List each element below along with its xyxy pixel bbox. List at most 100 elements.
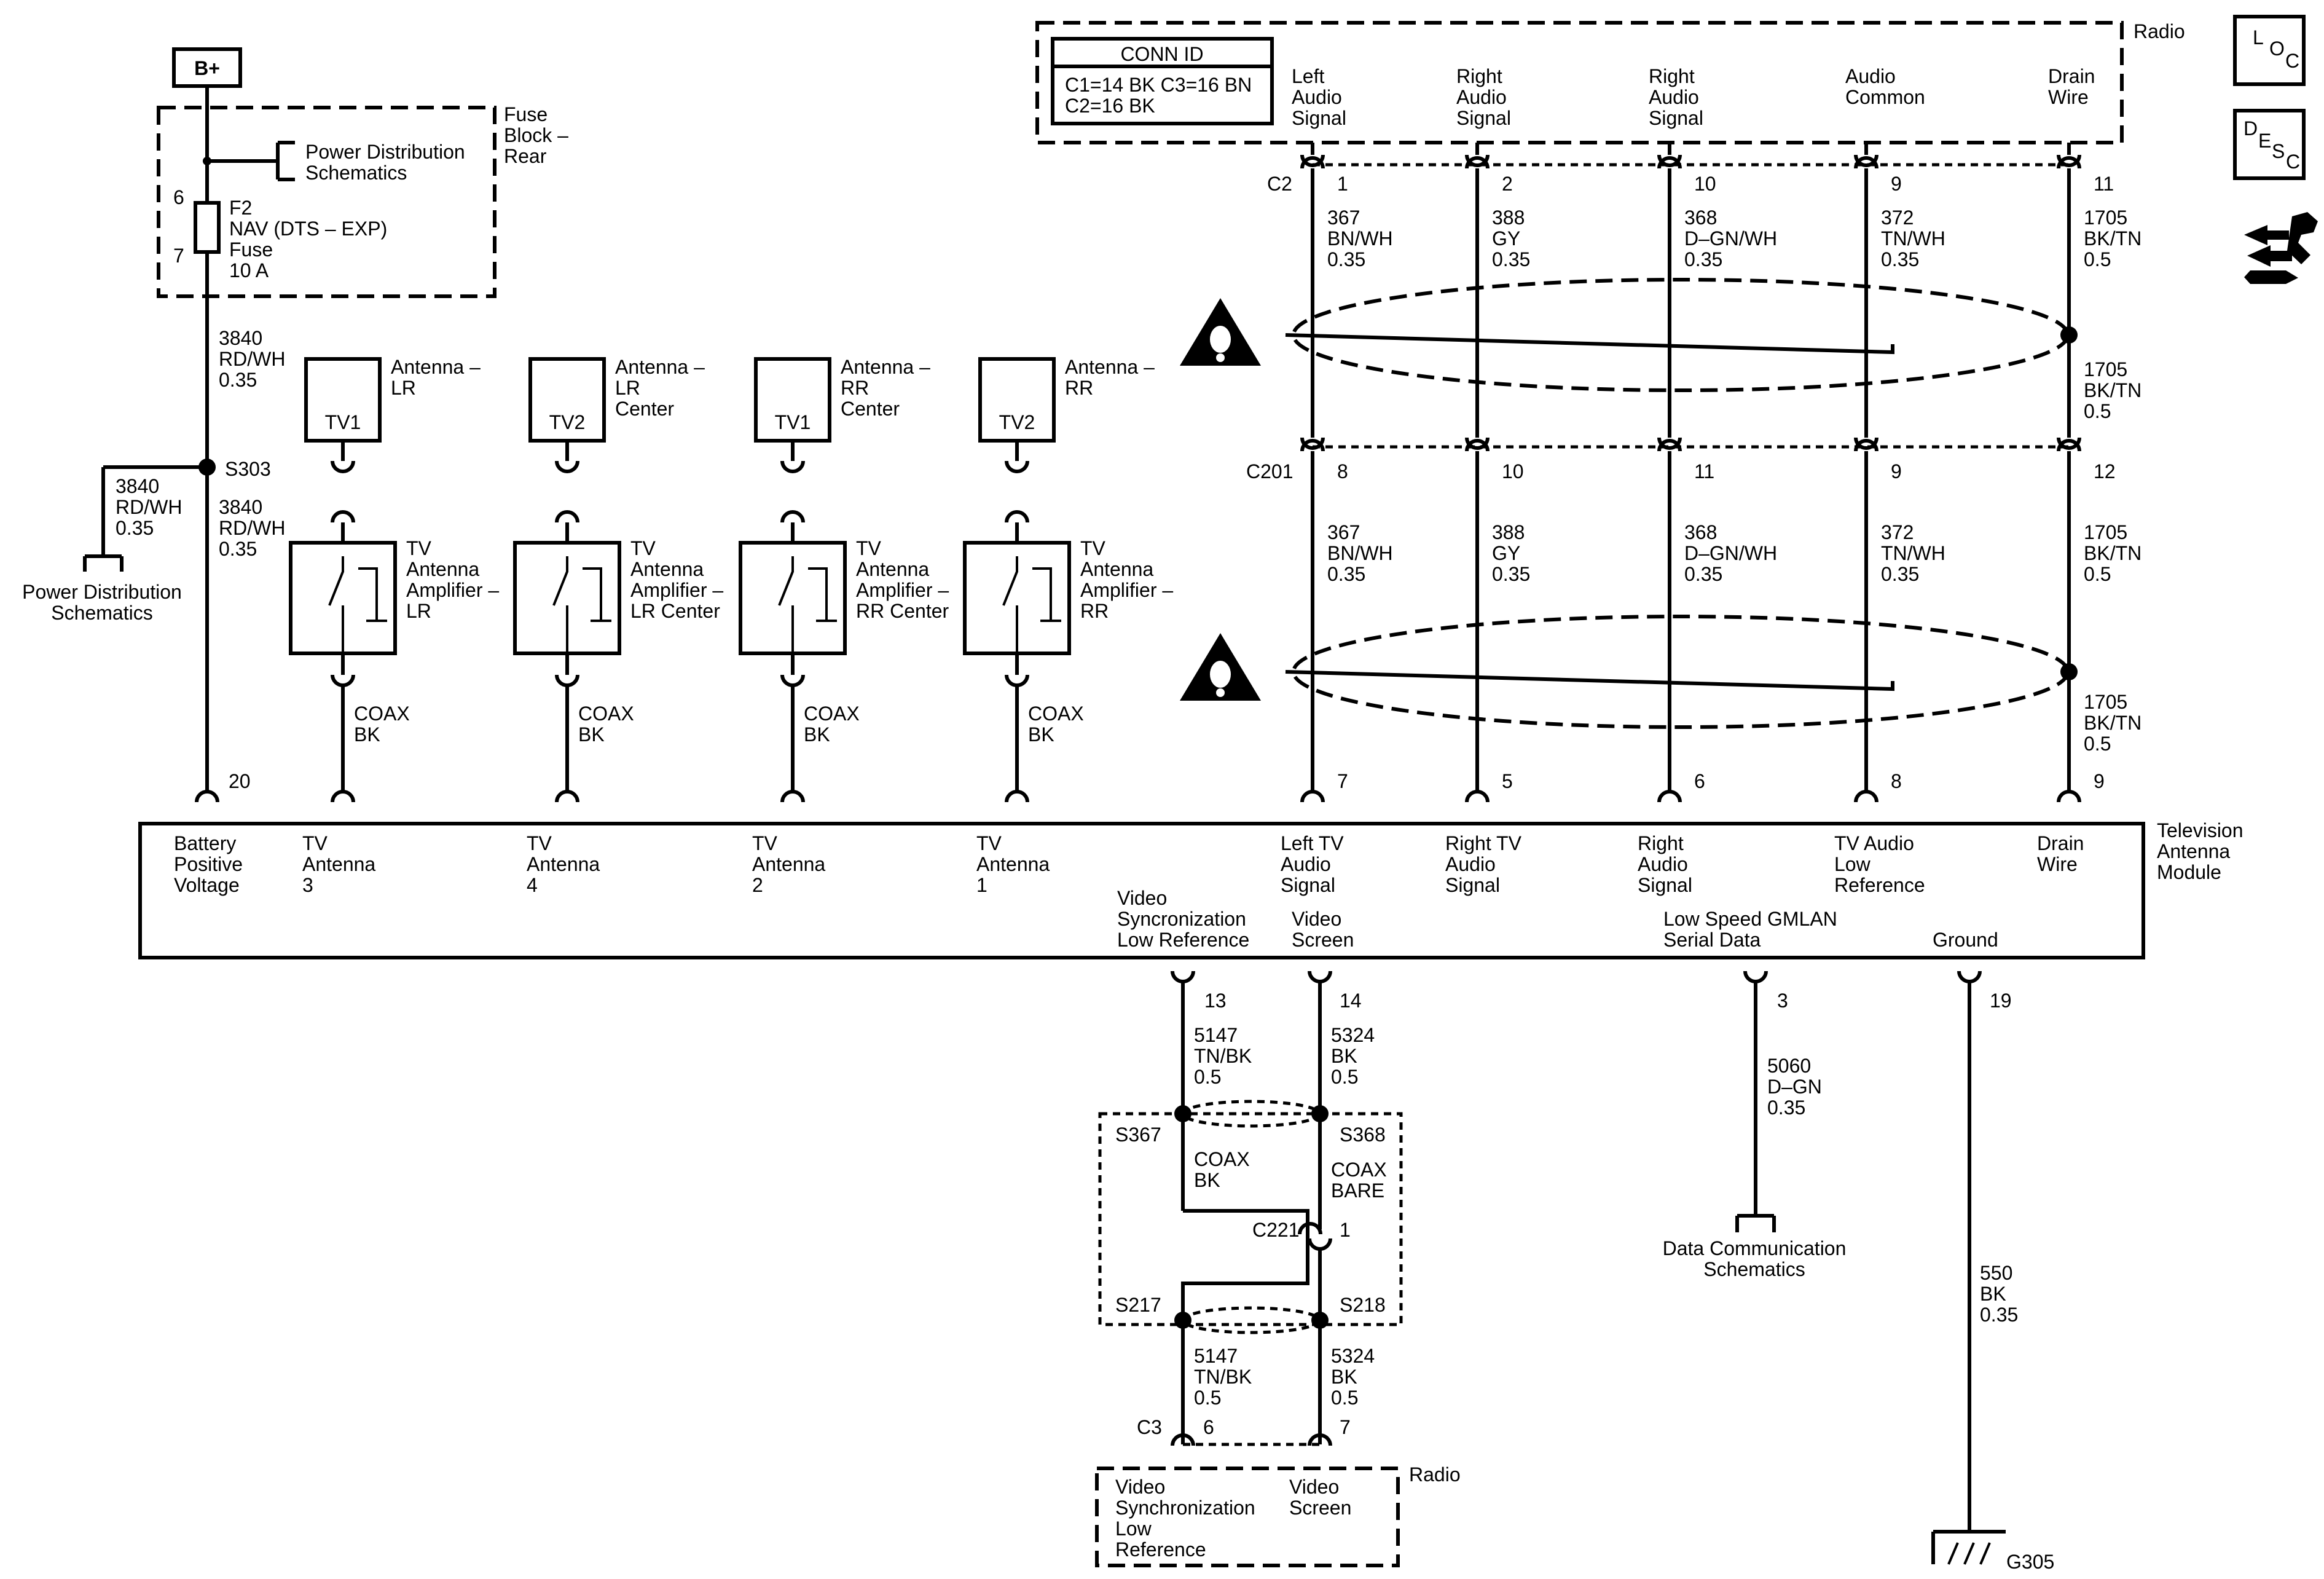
splice-s303-label: S303 — [225, 458, 271, 480]
amplifier-label-4: LR Center — [630, 600, 720, 622]
lower-code-3: 0.5 — [2084, 563, 2111, 585]
fuse-label-1: F2 — [229, 197, 252, 219]
module-audio-label-1: Right TV — [1445, 832, 1522, 854]
amplifier-switch — [552, 556, 568, 606]
c201-terminal-mate — [1465, 439, 1490, 452]
module-terminal — [555, 790, 579, 803]
coax-bare-1: COAX — [1331, 1159, 1387, 1181]
module-audio-label-1: Right — [1638, 832, 1684, 854]
upper-code-2: BN/WH — [1327, 227, 1393, 250]
antenna-box-label: TV1 — [325, 411, 361, 433]
module-terminal — [1657, 790, 1682, 803]
screen-upper-1: 5324 — [1331, 1024, 1375, 1046]
c2-pin: 9 — [1891, 173, 1902, 195]
module-antenna-label-2: Antenna — [302, 853, 375, 875]
module-terminal — [2057, 790, 2081, 803]
c3-screen-pin: 7 — [1340, 1416, 1351, 1438]
amplifier-label-1: TV — [630, 537, 656, 559]
desc-icon[interactable]: D E S C — [2233, 109, 2306, 180]
module-name-2: Antenna — [2157, 840, 2230, 862]
antenna-terminal — [780, 460, 805, 473]
antenna-name-2: RR — [1065, 377, 1093, 399]
ground-wire-2: BK — [1980, 1283, 2006, 1305]
c201-terminal-mate — [1657, 439, 1682, 452]
sync-upper-2: TN/BK — [1194, 1045, 1252, 1067]
module-audio-label-2: Wire — [2037, 853, 2078, 875]
c201-pin: 12 — [2094, 460, 2116, 482]
wire-main-1: 3840 — [219, 496, 262, 518]
lower-code-3: 0.35 — [1492, 563, 1530, 585]
c2-terminal — [1854, 154, 1878, 167]
audio-wire-label-1: Audio — [1845, 65, 1896, 87]
tools-transfer-icon[interactable] — [2244, 212, 2318, 284]
module-audio-label-3: Signal — [1638, 874, 1692, 896]
television-antenna-module: Television Antenna Module Battery Positi… — [138, 819, 2244, 959]
gmlan-label-1: Low Speed GMLAN — [1663, 908, 1837, 930]
module-terminal — [331, 790, 355, 803]
s368-label: S368 — [1340, 1124, 1386, 1146]
coax-label-1: COAX — [804, 703, 860, 725]
amp-terminal-top — [331, 510, 355, 523]
audio-wire-label-2: Audio — [1456, 86, 1507, 108]
module-audio-label-2: Low — [1834, 853, 1871, 875]
lower-code-2: TN/WH — [1881, 542, 1945, 564]
upper-code-2: D–GN/WH — [1684, 227, 1777, 250]
ground-pin: 19 — [1990, 990, 2012, 1012]
amplifier-label-2: Antenna — [630, 558, 704, 580]
coax-label-2: BK — [354, 723, 380, 746]
audio-wire-label-1: Right — [1649, 65, 1695, 87]
mid1-code-3: 0.5 — [2084, 400, 2111, 422]
gmlan-dest-1: Data Communication — [1663, 1237, 1847, 1259]
lower-code-2: GY — [1492, 542, 1520, 564]
screen-upper-3: 0.5 — [1331, 1066, 1358, 1088]
coax-label-1: COAX — [1028, 703, 1084, 725]
coax-bk-1: COAX — [1194, 1148, 1250, 1170]
loc-icon[interactable]: L O C — [2233, 15, 2306, 86]
fuse-label-3: Fuse — [229, 238, 273, 261]
lower-code-2: BN/WH — [1327, 542, 1393, 564]
radio-bottom-outline — [1095, 1467, 1400, 1567]
module-pin: 8 — [1891, 770, 1902, 792]
gmlan-wire-1: 5060 — [1767, 1055, 1811, 1077]
upper-code-3: 0.5 — [2084, 248, 2111, 270]
module-antenna-label-2: Antenna — [527, 853, 600, 875]
amplifier-label-3: Amplifier – — [1080, 579, 1173, 601]
connector-c201-label: C201 — [1246, 460, 1294, 482]
screen-upper-2: BK — [1331, 1045, 1357, 1067]
module-antenna-label-3: 2 — [752, 874, 763, 896]
shield-drain-upper — [1285, 333, 1894, 355]
module-terminal — [1300, 790, 1325, 803]
upper-code-2: TN/WH — [1881, 227, 1945, 250]
gmlan-pin: 3 — [1777, 990, 1788, 1012]
video-sync-pin: 13 — [1204, 990, 1227, 1012]
video-sync-label-1: Video — [1117, 887, 1167, 909]
splice-s217 — [1174, 1312, 1191, 1329]
module-pin: 9 — [2094, 770, 2105, 792]
ground-section: 19 550 BK 0.35 G305 — [1931, 971, 2054, 1573]
audio-wire-3: RightAudioSignal10116368D–GN/WH0.35368D–… — [1638, 65, 1777, 896]
antenna-name-1: Antenna – — [841, 356, 930, 378]
video-sync-label-3: Low Reference — [1117, 929, 1249, 951]
ground-wire-1: 550 — [1980, 1262, 2012, 1284]
module-antenna-label-3: 1 — [976, 874, 987, 896]
amplifier-label-4: RR — [1080, 600, 1109, 622]
pds-bottom-1: Power Distribution — [22, 581, 182, 603]
connector-c2-label: C2 — [1267, 173, 1292, 195]
shield-ellipse-lower — [1292, 615, 2070, 729]
lower-code-1: 388 — [1492, 521, 1525, 543]
c201-terminal — [1657, 437, 1682, 450]
c201-terminal — [1854, 437, 1878, 450]
radio-sync-label-3: Low — [1115, 1518, 1152, 1540]
radio-bottom-name: Radio — [1409, 1463, 1461, 1486]
s217-label: S217 — [1115, 1294, 1161, 1316]
video-screen-pin: 14 — [1340, 990, 1362, 1012]
s367-label: S367 — [1115, 1124, 1161, 1146]
amplifier-ground-lead — [583, 567, 602, 621]
splice-s367 — [1174, 1105, 1191, 1122]
radio-sync-label-4: Reference — [1115, 1538, 1206, 1561]
conn-id-line1: C1=14 BK C3=16 BN — [1065, 74, 1252, 96]
screen-lower-2: BK — [1331, 1366, 1357, 1388]
module-pin: 5 — [1502, 770, 1513, 792]
